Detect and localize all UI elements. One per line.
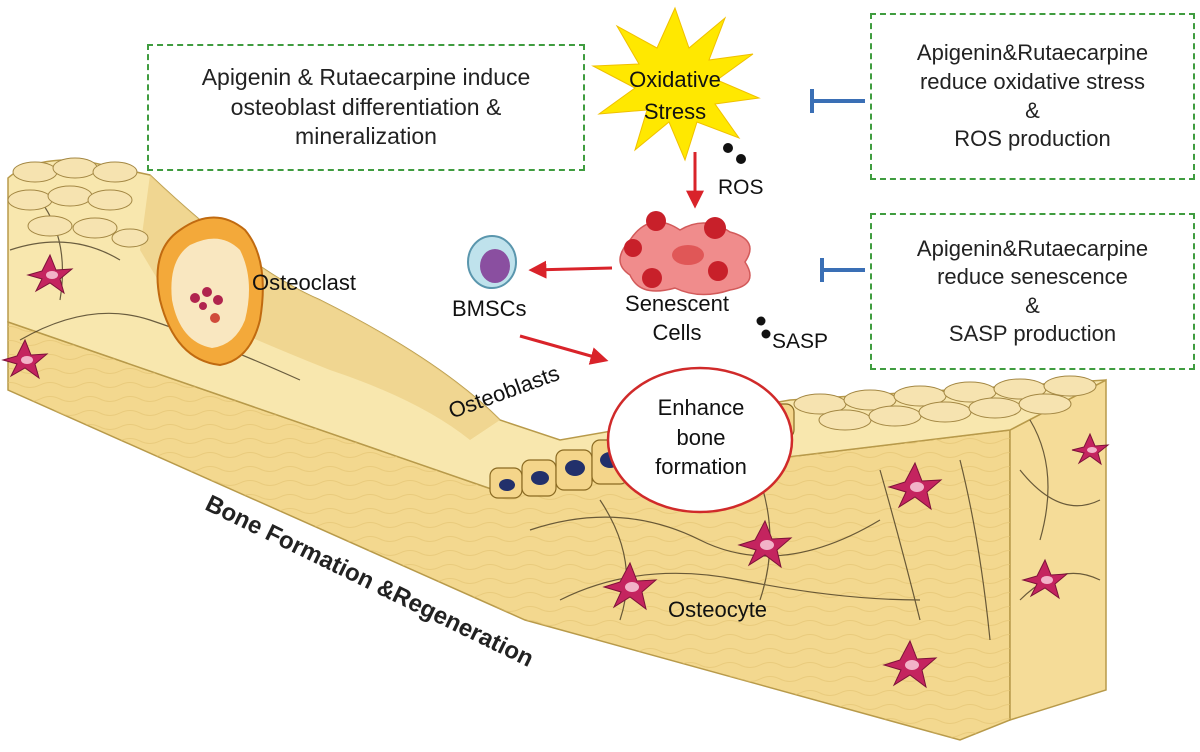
box-line: Apigenin&Rutaecarpine — [916, 40, 1149, 66]
label-line: Senescent — [625, 291, 729, 316]
canaliculi-network — [9, 199, 1101, 641]
label-line: Oxidative — [629, 67, 721, 92]
activation-arrows — [519, 152, 704, 365]
osteoclast-cell — [156, 216, 264, 367]
box-line: ROS production — [954, 126, 1111, 152]
label-line: bone — [676, 424, 726, 450]
box-line: mineralization — [295, 123, 437, 150]
apigenin-senescence-box: Apigenin&Rutaecarpine reduce senescence … — [870, 213, 1195, 370]
label-line: Cells — [652, 319, 702, 345]
enhance-bone-formation-ellipse — [606, 366, 794, 514]
osteocyte-cell — [1021, 558, 1069, 600]
osteoclast-label: Osteoclast — [252, 270, 356, 295]
box-line: reduce oxidative stress — [919, 68, 1145, 94]
osteocyte-cell — [1071, 432, 1110, 466]
bmscs-label: BMSCs — [452, 296, 527, 321]
box-line: Apigenin & Rutaecarpine induce — [201, 64, 531, 91]
virus-particles — [624, 211, 728, 288]
osteocyte-cell — [602, 561, 658, 611]
osteocyte-cell — [737, 519, 793, 569]
box-line: SASP production — [948, 320, 1117, 346]
arrow-bmscs-to-bone-formation — [519, 334, 609, 365]
box-line: Apigenin&Rutaecarpine — [916, 236, 1149, 262]
sasp-label: SASP — [772, 330, 829, 353]
box-line: & — [1025, 97, 1040, 123]
bone-block — [7, 157, 1107, 741]
bmsc-cell — [467, 235, 517, 289]
osteocyte-cell — [1, 338, 49, 380]
enhance-bone-formation-label: Enhance bone formation — [611, 393, 791, 482]
ros-particles — [723, 143, 746, 164]
label-line: formation — [655, 454, 747, 480]
osteocyte-cell — [887, 461, 943, 511]
inhibition-bars — [810, 89, 865, 282]
bone-slope — [140, 175, 500, 440]
box-line: osteoblast differentiation & — [230, 93, 502, 120]
oxidative-stress-label: Oxidative Stress — [620, 64, 730, 128]
lining-cells-left — [7, 157, 149, 248]
label-line: Stress — [643, 98, 707, 124]
osteocyte-cell — [26, 253, 74, 295]
arrow-senescent-to-bmscs — [528, 260, 613, 279]
label-line: Enhance — [657, 395, 745, 420]
box-line: & — [1025, 292, 1040, 318]
senescent-cells-label: Senescent Cells — [612, 290, 742, 347]
oxidative-stress-star — [591, 6, 761, 162]
osteocyte-label: Osteocyte — [668, 597, 768, 622]
ros-label: ROS — [718, 176, 764, 199]
osteocyte-cell — [882, 639, 938, 689]
senescent-cell — [619, 211, 751, 296]
lining-cells — [793, 375, 1097, 431]
apigenin-oxidative-box: Apigenin&Rutaecarpine reduce oxidative s… — [870, 13, 1195, 180]
apigenin-osteoblast-box: Apigenin & Rutaecarpine induce osteoblas… — [147, 44, 585, 171]
osteocytes — [1, 253, 1110, 689]
bone-end-face — [1009, 378, 1107, 722]
box-line: reduce senescence — [937, 264, 1128, 290]
sasp-particles — [756, 316, 771, 339]
